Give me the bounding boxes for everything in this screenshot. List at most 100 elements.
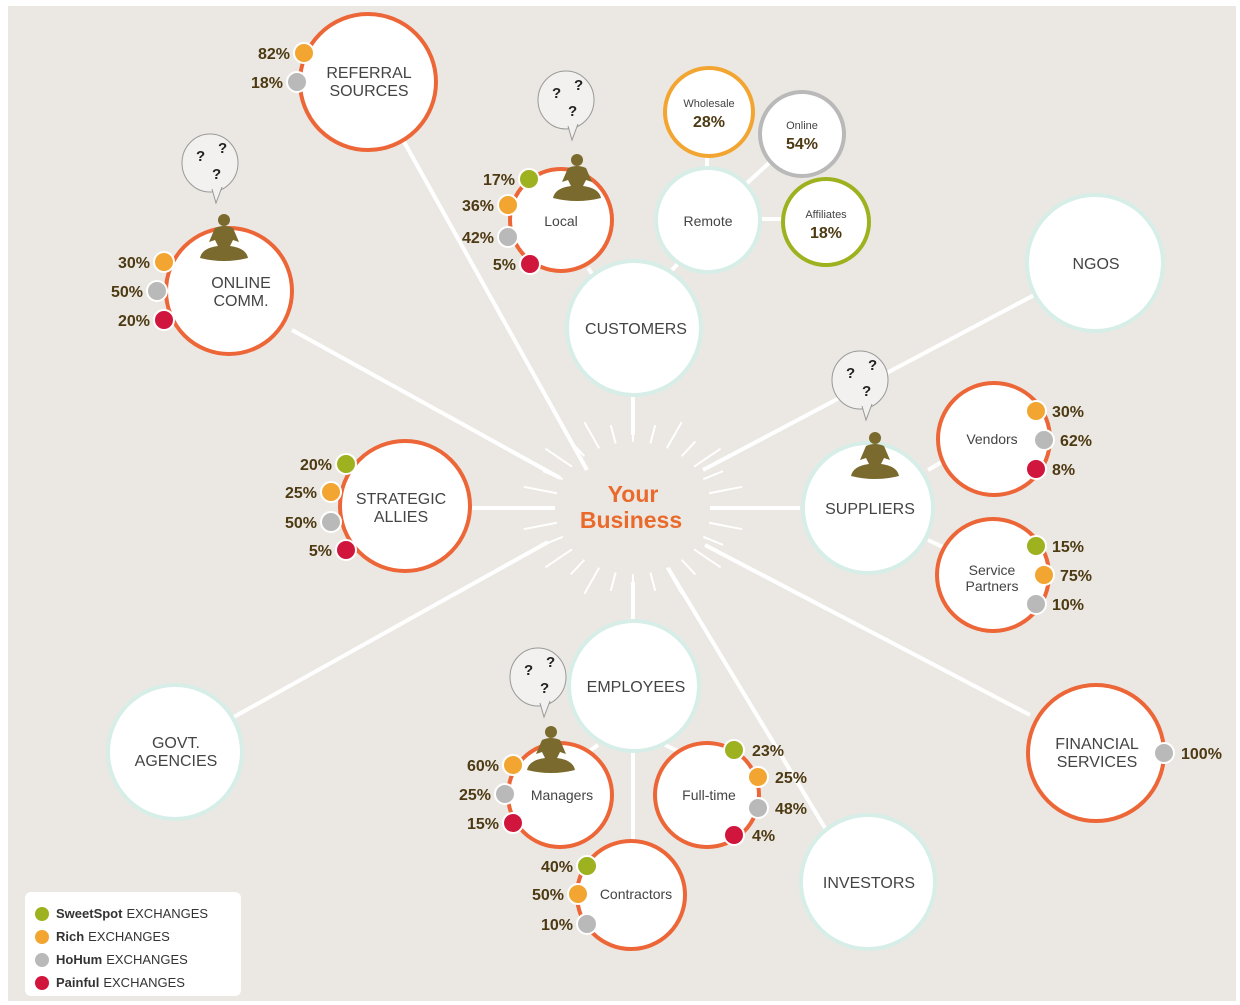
managers-painful-pct: 15% bbox=[467, 816, 499, 833]
legend-label: Painful bbox=[56, 975, 100, 990]
fulltime-hohum-pct: 48% bbox=[775, 801, 807, 818]
online-comm-label-1: ONLINE bbox=[211, 275, 271, 292]
burst-ray bbox=[702, 470, 724, 481]
legend-label: SweetSpot bbox=[56, 906, 123, 921]
online-channel-value: 54% bbox=[786, 136, 818, 153]
burst-ray bbox=[649, 572, 657, 592]
legend-suffix: EXCHANGES bbox=[106, 952, 188, 967]
vendors-painful-dot bbox=[1025, 458, 1047, 480]
legend-dot bbox=[35, 906, 49, 921]
wholesale-label: Wholesale bbox=[683, 98, 734, 110]
vendors-rich-pct: 30% bbox=[1052, 404, 1084, 421]
service-partners-rich-pct: 75% bbox=[1060, 568, 1092, 585]
managers-hohum-pct: 25% bbox=[459, 787, 491, 804]
burst-ray bbox=[569, 559, 586, 576]
ngos-label: NGOS bbox=[1072, 256, 1119, 273]
question-mark: ? bbox=[540, 680, 549, 697]
vendors-hohum-dot bbox=[1033, 429, 1055, 451]
node-customers[interactable]: CUSTOMERS bbox=[565, 259, 703, 397]
node-service-partners[interactable]: Service Partners bbox=[935, 517, 1051, 633]
vendors-rich-dot bbox=[1025, 400, 1047, 422]
govt-label-1: GOVT. bbox=[152, 735, 200, 752]
line-financial bbox=[704, 543, 1031, 717]
node-ngos[interactable]: NGOS bbox=[1025, 193, 1165, 333]
strategic-rich-pct: 25% bbox=[285, 485, 317, 502]
question-mark: ? bbox=[568, 103, 577, 120]
online-comm-hohum-dot bbox=[146, 280, 168, 302]
local-painful-dot bbox=[519, 253, 541, 275]
burst-ray bbox=[523, 485, 558, 495]
online-comm-painful-dot bbox=[153, 309, 175, 331]
referral-label-1: REFERRAL bbox=[326, 65, 411, 82]
online-channel-label: Online bbox=[786, 120, 818, 132]
burst-ray bbox=[708, 521, 743, 531]
center-title-line2: Business bbox=[580, 507, 682, 533]
node-affiliates[interactable]: Affiliates 18% bbox=[781, 177, 871, 267]
line-investors bbox=[666, 566, 827, 830]
service-partners-label-1: Service bbox=[969, 562, 1016, 578]
burst-ray bbox=[693, 548, 722, 569]
contractors-label: Contractors bbox=[600, 886, 672, 902]
strategic-hohum-pct: 50% bbox=[285, 515, 317, 532]
referral-hohum-pct: 18% bbox=[251, 75, 283, 92]
strategic-rich-dot bbox=[320, 481, 342, 503]
strategic-hohum-dot bbox=[320, 511, 342, 533]
node-remote[interactable]: Remote bbox=[654, 166, 762, 274]
legend-suffix: EXCHANGES bbox=[103, 975, 185, 990]
node-referral-sources[interactable]: REFERRAL SOURCES bbox=[298, 12, 438, 152]
node-fulltime[interactable]: Full-time bbox=[653, 741, 761, 849]
referral-rich-dot bbox=[293, 42, 315, 64]
question-mark: ? bbox=[212, 166, 221, 183]
contractors-hohum-dot bbox=[576, 913, 598, 935]
burst-ray bbox=[544, 548, 573, 569]
fulltime-hohum-dot bbox=[747, 797, 769, 819]
node-contractors[interactable]: Contractors bbox=[575, 839, 687, 951]
fulltime-painful-dot bbox=[723, 824, 745, 846]
managers-rich-pct: 60% bbox=[467, 758, 499, 775]
node-govt-agencies[interactable]: GOVT. AGENCIES bbox=[106, 683, 244, 821]
strategic-sweetspot-dot bbox=[335, 453, 357, 475]
managers-label: Managers bbox=[531, 787, 593, 803]
fulltime-rich-dot bbox=[747, 766, 769, 788]
employees-meditating-figure-icon bbox=[527, 726, 575, 773]
legend-dot bbox=[35, 952, 49, 967]
online-comm-thought-bubble: ??? bbox=[181, 133, 239, 205]
node-wholesale[interactable]: Wholesale 28% bbox=[663, 66, 755, 158]
question-mark: ? bbox=[552, 85, 561, 102]
burst-ray bbox=[583, 421, 601, 449]
vendors-label: Vendors bbox=[966, 431, 1017, 447]
burst-ray bbox=[649, 424, 657, 444]
question-mark: ? bbox=[868, 357, 877, 374]
fulltime-sweetspot-dot bbox=[723, 739, 745, 761]
online-comm-rich-pct: 30% bbox=[118, 255, 150, 272]
node-financial-services[interactable]: FINANCIAL SERVICES bbox=[1026, 683, 1166, 823]
node-investors[interactable]: INVESTORS bbox=[799, 813, 937, 951]
node-employees[interactable]: EMPLOYEES bbox=[567, 619, 701, 753]
node-vendors[interactable]: Vendors bbox=[936, 381, 1052, 497]
suppliers-label: SUPPLIERS bbox=[825, 501, 915, 518]
node-strategic-allies[interactable]: STRATEGIC ALLIES bbox=[338, 439, 472, 573]
thought-figures: ???????????? bbox=[181, 70, 899, 773]
burst-ray bbox=[693, 447, 722, 468]
burst-ray bbox=[544, 447, 573, 468]
managers-rich-dot bbox=[502, 754, 524, 776]
financial-label-2: SERVICES bbox=[1057, 754, 1138, 771]
local-painful-pct: 5% bbox=[493, 257, 516, 274]
line-referral bbox=[401, 139, 589, 471]
govt-label-2: AGENCIES bbox=[135, 753, 218, 770]
line-online-comm bbox=[291, 328, 561, 480]
node-online-comm[interactable]: ONLINE COMM. bbox=[164, 226, 294, 356]
center-title-line1: Your bbox=[608, 481, 659, 507]
local-meditating-figure-icon bbox=[553, 154, 601, 201]
legend-suffix: EXCHANGES bbox=[126, 906, 209, 921]
node-suppliers[interactable]: SUPPLIERS bbox=[801, 441, 935, 575]
service-partners-sweetspot-dot bbox=[1025, 535, 1047, 557]
online-comm-hohum-pct: 50% bbox=[111, 284, 143, 301]
employees-thought-bubble: ??? bbox=[509, 647, 567, 719]
legend-dot bbox=[35, 975, 49, 990]
question-mark: ? bbox=[862, 383, 871, 400]
node-online-channel[interactable]: Online 54% bbox=[758, 90, 846, 178]
